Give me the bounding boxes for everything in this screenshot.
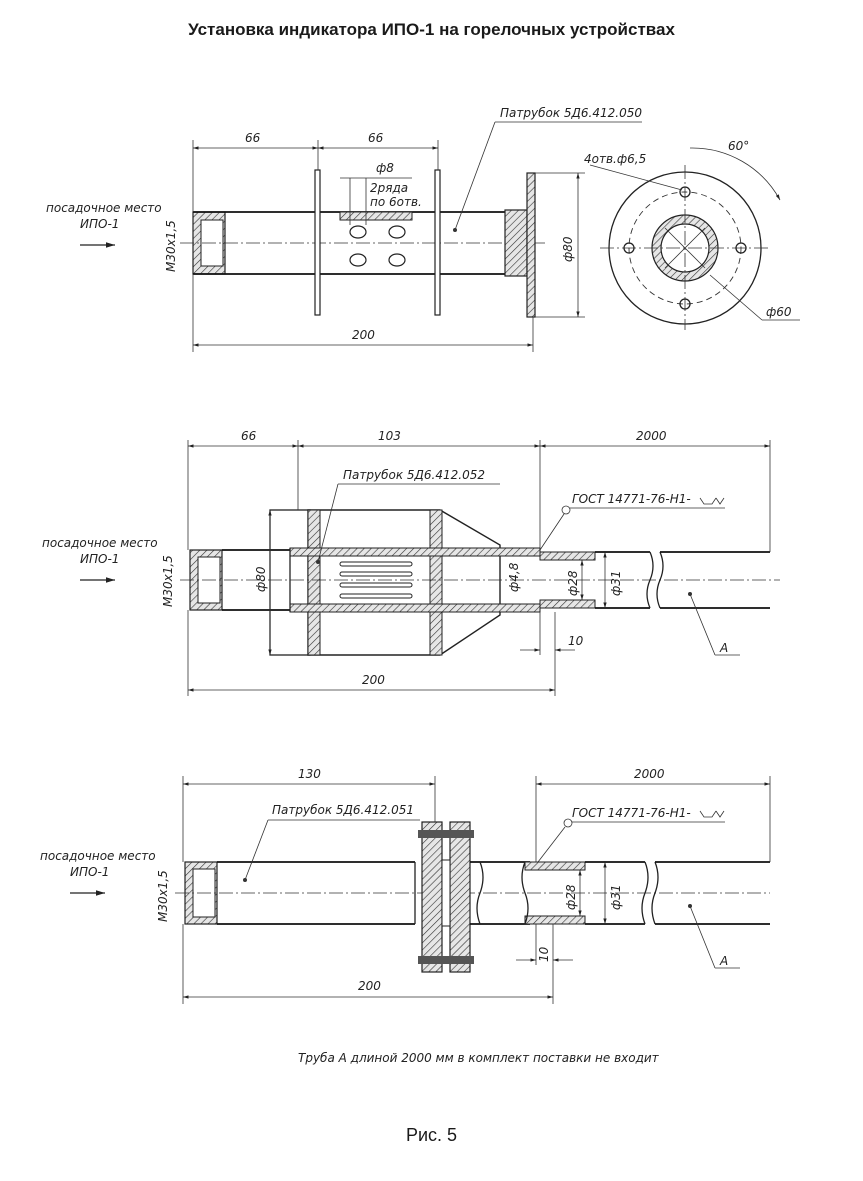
dim-200-2: 200 xyxy=(362,673,385,687)
hole-note-2: по 6отв. xyxy=(370,195,422,209)
gost-label-3: ГОСТ 14771-76-Н1- xyxy=(572,806,691,820)
hole-dia-label: ф8 xyxy=(376,161,394,175)
figure-caption: Рис. 5 xyxy=(405,1125,458,1145)
bolt-hole-top xyxy=(679,186,691,198)
dim-66-2: 66 xyxy=(241,429,257,443)
dim-200-1: 200 xyxy=(352,328,375,342)
bolt-hole-bottom xyxy=(679,298,691,310)
seat-label-1b: ИПО-1 xyxy=(80,217,119,231)
gost-label-2: ГОСТ 14771-76-Н1- xyxy=(572,492,691,506)
dim-10-2: 10 xyxy=(568,634,584,648)
bolt-holes-label: 4отв.ф6,5 xyxy=(584,152,646,166)
tube-a-label-3: A xyxy=(719,954,728,968)
hole-4 xyxy=(388,253,406,267)
plate-left-1 xyxy=(314,169,321,316)
d48-label: ф4,8 xyxy=(507,562,521,592)
dim-2000-2: 2000 xyxy=(636,429,667,443)
d80-label-2: ф80 xyxy=(254,566,268,592)
flange-section-1 xyxy=(526,172,536,318)
thread-label-3: М30х1,5 xyxy=(156,870,170,922)
bolt-hole-left xyxy=(623,242,635,254)
page-title: Установка индикатора ИПО-1 на горелочных… xyxy=(188,20,675,39)
seat-label-1a: посадочное место xyxy=(46,201,162,215)
figure-2: посадочное место ИПО-1 М30х1,5 xyxy=(42,429,780,696)
dim-200-3: 200 xyxy=(358,979,381,993)
flange-3a xyxy=(421,821,443,973)
dim-2000-3: 2000 xyxy=(634,767,665,781)
flange-3b xyxy=(449,821,471,973)
tube-a-label-2: A xyxy=(719,641,728,655)
dim-66b: 66 xyxy=(368,131,384,145)
pipe-label-1: Патрубок 5Д6.412.050 xyxy=(500,106,642,120)
footnote: Труба А длиной 2000 мм в комплект постав… xyxy=(298,1051,660,1065)
angle-label: 60° xyxy=(728,139,749,153)
dim-66a: 66 xyxy=(245,131,261,145)
pipe-label-2: Патрубок 5Д6.412.052 xyxy=(343,468,485,482)
dim-130: 130 xyxy=(298,767,321,781)
seat-label-3a: посадочное место xyxy=(40,849,156,863)
plate-right-1 xyxy=(434,169,441,316)
seat-label-2b: ИПО-1 xyxy=(80,552,119,566)
hole-2 xyxy=(388,225,406,239)
slots-2 xyxy=(339,561,413,599)
thread-label-2: М30х1,5 xyxy=(161,555,175,607)
figure-3: посадочное место ИПО-1 М30х1,5 xyxy=(40,767,771,1004)
hole-note-1: 2ряда xyxy=(370,181,408,195)
d31-label-2: ф31 xyxy=(609,570,623,596)
d28-label-3: ф28 xyxy=(564,884,578,910)
pipe-label-3: Патрубок 5Д6.412.051 xyxy=(272,803,414,817)
bolt-hole-right xyxy=(735,242,747,254)
d28-label-2: ф28 xyxy=(566,570,580,596)
d31-label-3: ф31 xyxy=(609,884,623,910)
seat-label-3b: ИПО-1 xyxy=(70,865,109,879)
figure-1: посадочное место ИПО-1 М30х1,5 ф8 2ряда … xyxy=(46,106,800,352)
dim-10-3: 10 xyxy=(537,946,551,962)
seat-label-2a: посадочное место xyxy=(42,536,158,550)
hole-1 xyxy=(349,225,367,239)
hole-3 xyxy=(349,253,367,267)
dim-103: 103 xyxy=(378,429,401,443)
d80-label-1: ф80 xyxy=(561,236,575,262)
thread-label-1: М30х1,5 xyxy=(164,220,178,272)
d60-label: ф60 xyxy=(766,305,792,319)
